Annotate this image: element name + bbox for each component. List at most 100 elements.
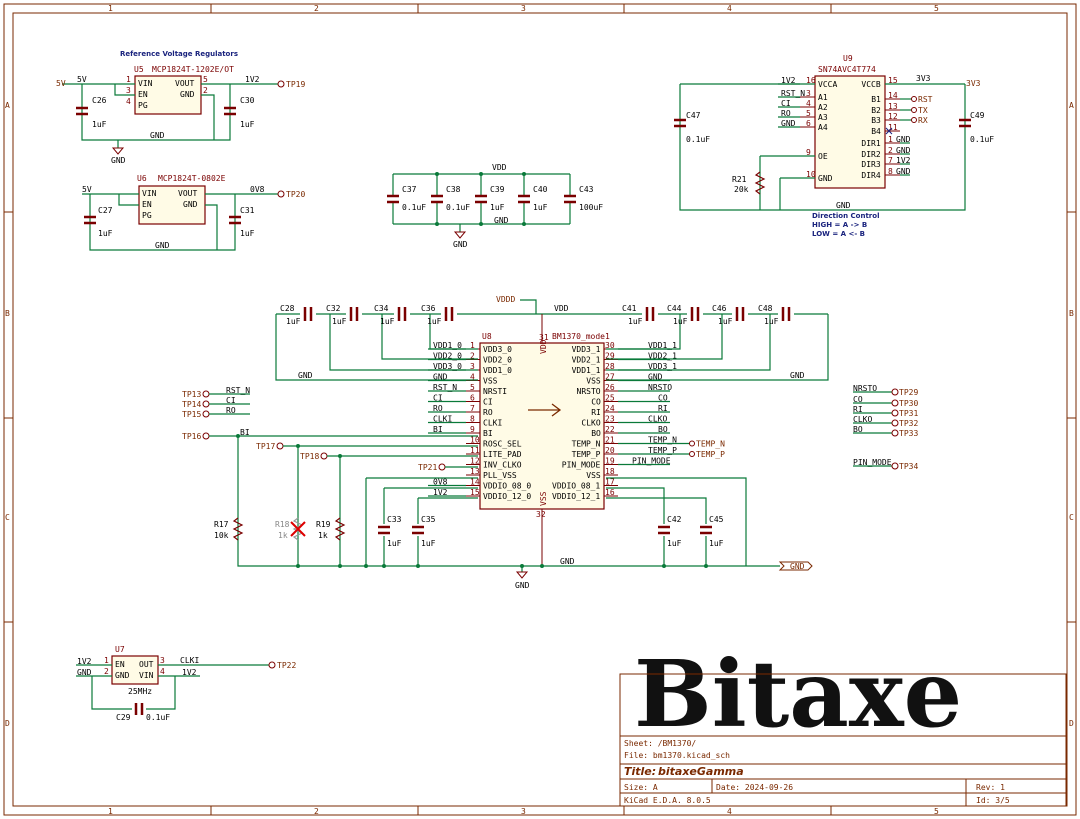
u5-ref: U5 — [134, 65, 144, 74]
frame-col-top-5: 5 — [934, 4, 939, 13]
title-label: Title: — [624, 765, 656, 778]
cap-c46-ref: C46 — [712, 304, 727, 313]
u9-net-gnd-2: GND — [896, 146, 911, 155]
u9-pin-b4: B4 — [871, 127, 881, 136]
u9-pin-a4: A4 — [818, 123, 828, 132]
cap-c33-val: 1uF — [387, 539, 402, 548]
u8-pin-co-25: CO — [591, 398, 601, 407]
u8-pin-vdd3-0-1: VDD3_0 — [483, 345, 512, 354]
tp-tp17-ring — [276, 442, 284, 450]
cap-c37-val: 0.1uF — [402, 203, 426, 212]
sheet-rev: Rev: 1 — [976, 783, 1005, 792]
tp19-label: TP19 — [286, 80, 305, 89]
u5-pn4: 4 — [126, 97, 131, 106]
c27-val: 1uF — [98, 229, 113, 238]
u9-section: U9 SN74AVC4T774 VCCA161V2A13RST_NA24CIA3… — [674, 54, 994, 238]
u8-ref: U8 — [482, 332, 492, 341]
decoupling-gnd-net: GND — [494, 216, 509, 225]
tp-net-ci: CI — [226, 396, 236, 405]
u5-pin-vin: VIN — [138, 79, 153, 88]
tp-tp34-label: TP34 — [899, 462, 918, 471]
u9-net-3v3: 3V3 — [916, 74, 931, 83]
cap-c36-ref: C36 — [421, 304, 436, 313]
tp-tp13-label: TP13 — [182, 390, 201, 399]
u8-netlabel-vdd1-0-1: VDD1_0 — [433, 341, 462, 350]
u9-net-ro: RO — [781, 109, 791, 118]
u9-net-1v2-7: 1V2 — [896, 156, 911, 165]
u5-pn3: 3 — [126, 86, 131, 95]
right-net-ri: RI — [853, 405, 863, 414]
u8-netlabel-bi-9: BI — [433, 425, 443, 434]
u8-pinnum-22: 22 — [605, 425, 615, 434]
u8-pinnum-21: 21 — [605, 436, 615, 445]
u8-pin-pin-mode-19: PIN_MODE — [562, 461, 601, 470]
port-temp-p — [689, 451, 695, 457]
u8-netlabel-co-25: CO — [658, 394, 668, 403]
u9-pin-b3: B3 — [871, 116, 881, 125]
u9-pin-dir3: DIR3 — [861, 160, 880, 169]
u7-ref: U7 — [115, 645, 125, 654]
u8-pinnum-14: 14 — [470, 478, 480, 487]
u7-pn2: 2 — [104, 667, 109, 676]
title-block: Bitaxe Sheet: /BM1370/ File: bm1370.kica… — [619, 640, 1067, 807]
gnd-port — [778, 561, 813, 571]
port-label-temp-p: TEMP_P — [696, 450, 725, 459]
u8-pin-vdd1-0-3: VDD1_0 — [483, 366, 512, 375]
u9-net-1v2: 1V2 — [781, 76, 796, 85]
u8-part: BM1370_mode1 — [552, 332, 610, 341]
tp-tp15-label: TP15 — [182, 410, 201, 419]
u9-pinnum-16: 16 — [806, 76, 816, 85]
tp-tp33-label: TP33 — [899, 429, 918, 438]
u8-pinnum-18: 18 — [605, 467, 615, 476]
tp20-label: TP20 — [286, 190, 305, 199]
u8-pinnum-8: 8 — [470, 415, 475, 424]
right-net-clko: CLKO — [853, 415, 872, 424]
u9-pinnum-15: 15 — [888, 76, 898, 85]
cap-c40-ref: C40 — [533, 185, 548, 194]
u8-vdd-net: VDD — [554, 304, 569, 313]
u8-pin-inv-clko-12: INV_CLKO — [483, 461, 522, 470]
tp-tp33-ring — [891, 429, 899, 437]
regulator-section: Reference Voltage Regulators U5 MCP1824T… — [56, 50, 305, 251]
u6-pin-en: EN — [142, 200, 152, 209]
c31-ref: C31 — [240, 206, 255, 215]
tp-tp18-ring — [320, 452, 328, 460]
u9-net-ci: CI — [781, 99, 791, 108]
frame-col-top-3: 3 — [521, 4, 526, 13]
u6-body — [138, 185, 206, 225]
cap-c38-ref: C38 — [446, 185, 461, 194]
frame-col-top-1: 1 — [108, 4, 113, 13]
u5-gnd-net: GND — [150, 131, 165, 140]
u9-pinnum-11: 11 — [888, 123, 898, 132]
u9-net-gnd-1: GND — [896, 135, 911, 144]
cap-c36-val: 1uF — [427, 317, 442, 326]
u8-pinnum-20: 20 — [605, 446, 615, 455]
sheet-file: File: bm1370.kicad_sch — [624, 751, 730, 760]
tp-tp17-label: TP17 — [256, 442, 275, 451]
tp-tp31-label: TP31 — [899, 409, 918, 418]
u8-netlabel-ci-6: CI — [433, 394, 443, 403]
u8-netlabel-clki-8: CLKI — [433, 415, 452, 424]
u8-pin-clki-8: CLKI — [483, 419, 502, 428]
cap-c48-ref: C48 — [758, 304, 773, 313]
u8-pinnum-11: 11 — [470, 446, 480, 455]
u8-bottom-gnd-net: GND — [560, 557, 575, 566]
kicad-version: KiCad E.D.A. 8.0.5 — [624, 796, 711, 805]
u9-pinnum-8: 8 — [888, 167, 893, 176]
u9-gnd-net: GND — [836, 201, 851, 210]
tp-tp14-label: TP14 — [182, 400, 201, 409]
u8-pin-vdd1-1-28: VDD1_1 — [572, 366, 601, 375]
frame-row-right-B: B — [1069, 309, 1074, 318]
tp19-ring — [277, 80, 285, 88]
cap-c41-ref: C41 — [622, 304, 637, 313]
u8-pin-rosc-sel-10: ROSC_SEL — [483, 440, 522, 449]
direction-note-title: Direction Control — [812, 212, 879, 220]
c49-ref: C49 — [970, 111, 985, 120]
direction-note-low: LOW = A <- B — [812, 230, 865, 238]
r18-ref: R18 — [275, 520, 290, 529]
u6-pin-pg: PG — [142, 211, 152, 220]
u8-pinnum-23: 23 — [605, 415, 615, 424]
vddd-net: VDDD — [496, 295, 515, 304]
tp-tp34-ring — [891, 462, 899, 470]
